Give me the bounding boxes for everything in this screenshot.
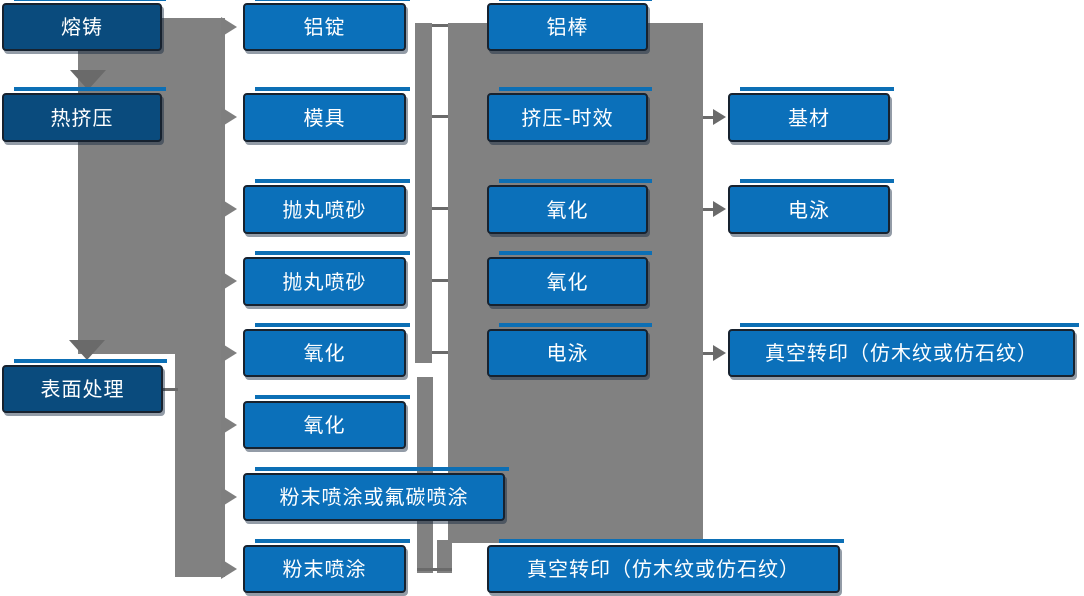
- link-line: [432, 351, 448, 354]
- arrowhead-right-icon: [221, 107, 237, 127]
- link-line: [432, 207, 448, 210]
- link-line: [417, 568, 452, 571]
- arrowhead-right-icon: [221, 343, 237, 363]
- node-extrusion-aging: 挤压-时效: [487, 87, 652, 142]
- arrowhead-right-icon: [221, 271, 237, 291]
- node-hot-extrusion: 热挤压: [2, 87, 166, 142]
- arrowhead-right-icon: [221, 199, 237, 219]
- arrowhead-right-icon: [221, 415, 237, 435]
- arrow-line: [703, 116, 714, 119]
- left-connector-block: [78, 18, 225, 354]
- node-vacuum-transfer-print-right: 真空转印（仿木纹或仿石纹）: [728, 323, 1079, 377]
- node-shot-blasting-1: 抛丸喷砂: [243, 179, 410, 234]
- surface-treatment-link-line: [163, 388, 178, 391]
- node-mold: 模具: [243, 87, 410, 142]
- node-aluminum-ingot: 铝锭: [243, 0, 410, 51]
- link-line: [432, 115, 448, 118]
- node-electrophoresis-c4: 电泳: [728, 179, 894, 234]
- link-line: [432, 24, 448, 27]
- node-oxidation-c3a: 氧化: [487, 179, 652, 234]
- node-electrophoresis-c3: 电泳: [487, 323, 652, 377]
- arrowhead-right-icon: [713, 201, 726, 217]
- node-shot-blasting-2: 抛丸喷砂: [243, 251, 410, 306]
- node-base-material: 基材: [728, 87, 894, 142]
- mid-connector-strip-bottom: [437, 540, 452, 573]
- node-powder-or-fluorocarbon-coating: 粉末喷涂或氟碳喷涂: [243, 467, 509, 521]
- node-aluminum-rod: 铝棒: [487, 0, 652, 51]
- arrowhead-right-icon: [221, 17, 237, 37]
- arrowhead-right-icon: [221, 559, 237, 579]
- arrow-line: [703, 208, 714, 211]
- arrow-line: [703, 352, 714, 355]
- left-lower-connector-column: [175, 354, 225, 577]
- node-vacuum-transfer-print-bottom: 真空转印（仿木纹或仿石纹）: [487, 539, 844, 593]
- arrowhead-right-icon: [221, 487, 237, 507]
- arrowhead-right-icon: [713, 345, 726, 361]
- arrowhead-down-icon: [70, 70, 106, 90]
- arrowhead-down-icon: [69, 340, 105, 360]
- node-powder-coating: 粉末喷涂: [243, 539, 410, 593]
- mid-connector-bar-upper: [415, 23, 432, 363]
- arrowhead-right-icon: [713, 109, 726, 125]
- node-melting-casting: 熔铸: [2, 0, 166, 51]
- node-oxidation-c3b: 氧化: [487, 251, 652, 306]
- link-line: [432, 279, 448, 282]
- node-oxidation-c2a: 氧化: [243, 323, 410, 377]
- node-surface-treatment: 表面处理: [2, 359, 167, 413]
- node-oxidation-c2b: 氧化: [243, 395, 410, 449]
